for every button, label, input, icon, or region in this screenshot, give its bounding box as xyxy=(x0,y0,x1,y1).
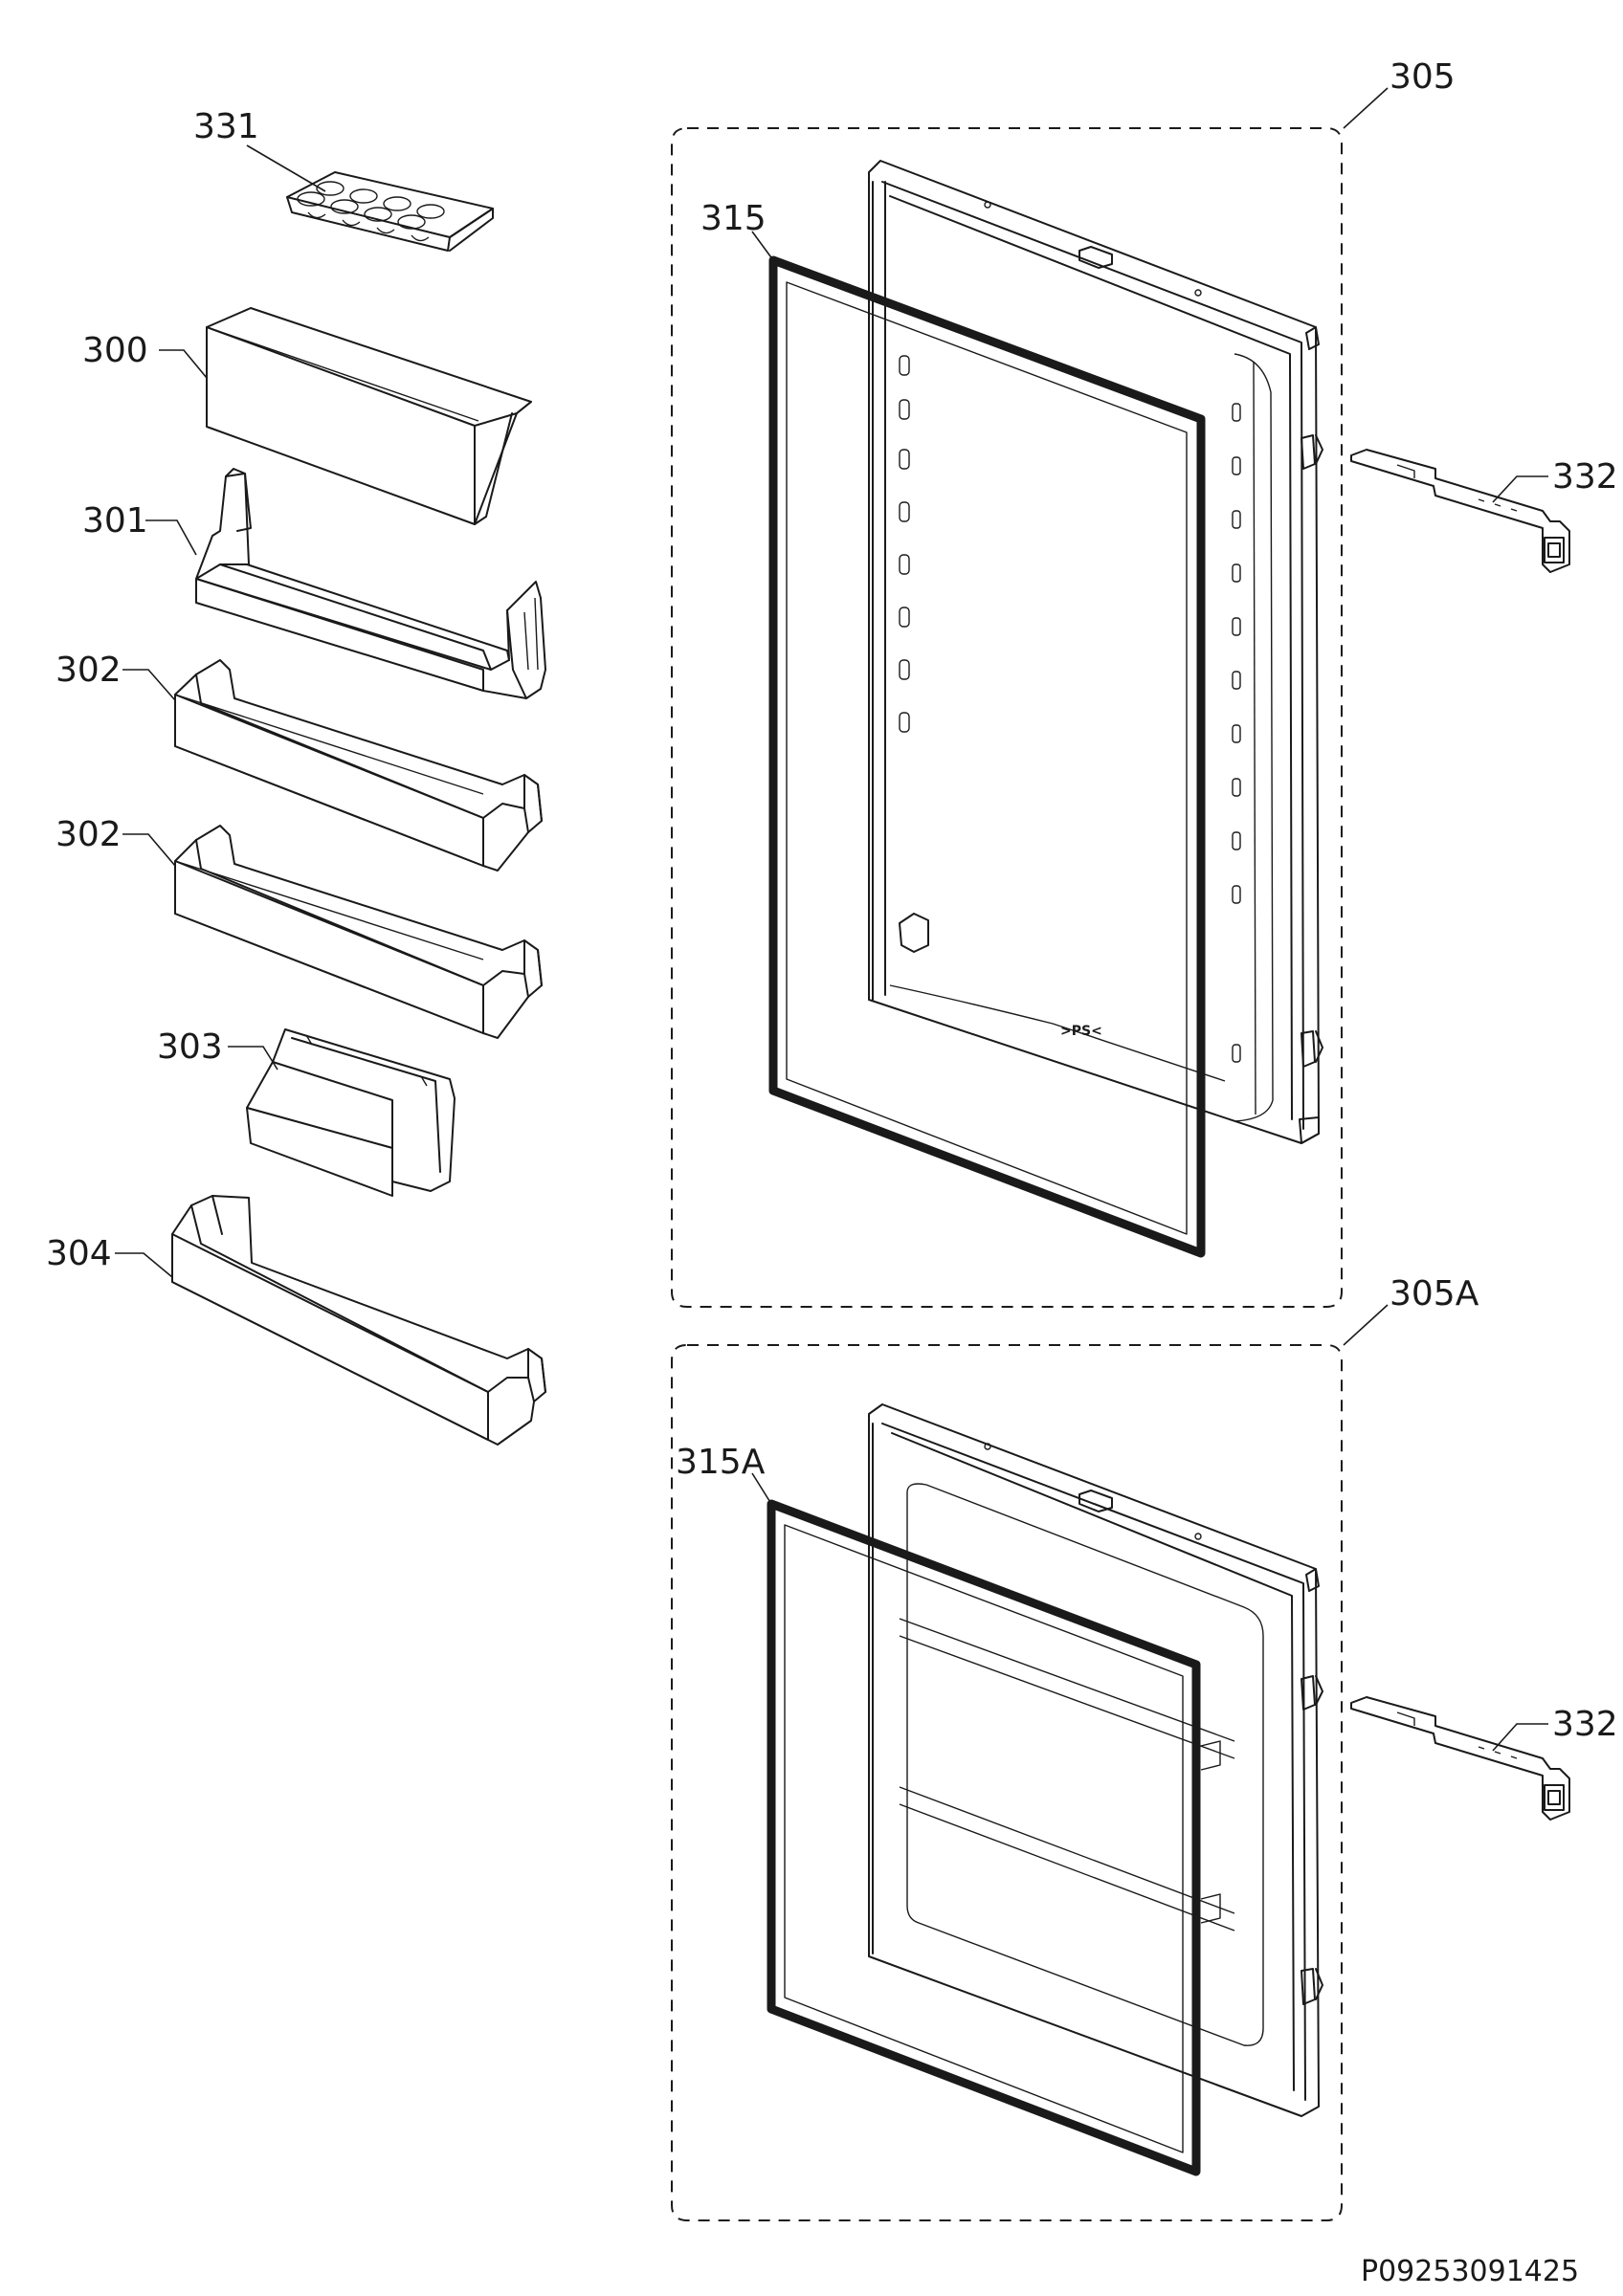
label-332-lower: 332 xyxy=(1552,1705,1618,1744)
leader-lines xyxy=(115,87,1548,1752)
label-305: 305 xyxy=(1390,57,1456,97)
door-assembly-outline-305 xyxy=(671,127,1343,1308)
bottle-shelf-304 xyxy=(171,1195,546,1446)
label-332-upper: 332 xyxy=(1552,457,1618,497)
document-id: P09253091425 xyxy=(1361,2255,1579,2288)
hinge-332-lower xyxy=(1350,1696,1570,1821)
label-305A: 305A xyxy=(1390,1274,1479,1314)
door-ps-mark: >PS< xyxy=(1060,1024,1102,1039)
door-interior-slots xyxy=(899,355,1241,1063)
label-331: 331 xyxy=(193,107,259,146)
door-gasket-315A xyxy=(767,1499,1201,2176)
label-303: 303 xyxy=(157,1027,223,1067)
label-301: 301 xyxy=(82,501,148,541)
label-315A: 315A xyxy=(676,1443,766,1482)
dairy-cover-300 xyxy=(206,307,532,525)
upper-door-panel: >PS< xyxy=(868,160,1323,1144)
label-300: 300 xyxy=(82,331,148,370)
hinge-332-upper xyxy=(1350,449,1570,573)
bottle-shelf-302-upper xyxy=(174,659,543,872)
door-gasket-315 xyxy=(768,255,1206,1258)
bottle-shelf-302-lower xyxy=(174,825,543,1039)
label-315: 315 xyxy=(700,199,767,238)
lower-door-panel xyxy=(868,1403,1323,2117)
label-302-lower: 302 xyxy=(56,815,122,854)
label-304: 304 xyxy=(46,1234,112,1273)
small-shelf-303 xyxy=(246,1028,456,1197)
door-shelf-301 xyxy=(195,468,546,699)
egg-tray-331 xyxy=(286,171,494,252)
label-302-upper: 302 xyxy=(56,651,122,690)
door-assembly-outline-305A xyxy=(671,1344,1343,2221)
